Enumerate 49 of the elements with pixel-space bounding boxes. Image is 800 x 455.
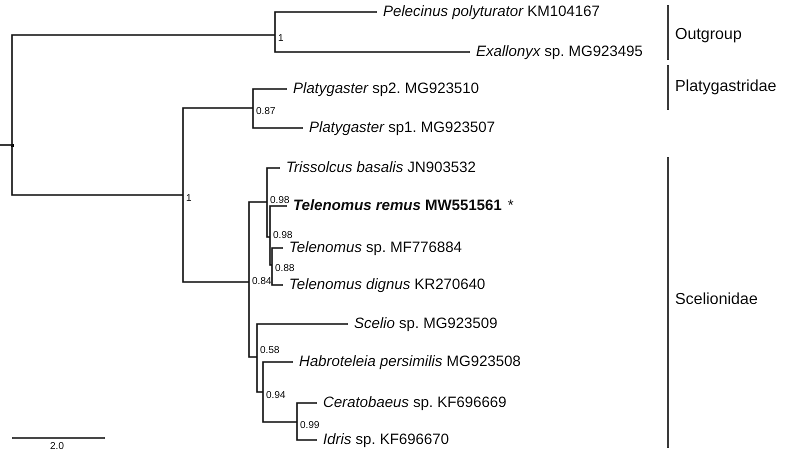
taxon-label: Pelecinus polyturator KM104167	[377, 3, 600, 21]
tree-branch	[182, 195, 249, 283]
taxon-label: Scelio sp. MG923509	[348, 315, 498, 333]
taxon-label: Habroteleia persimilis MG923508	[293, 353, 521, 371]
clade-label: Outgroup	[675, 25, 742, 45]
taxon-label: Ceratobaeus sp. KF696669	[317, 394, 506, 412]
tree-branch	[11, 145, 183, 196]
tree-branch	[296, 422, 317, 441]
tree-branch	[269, 205, 287, 237]
support-value: 0.58	[257, 345, 280, 357]
highlight-mark: *	[508, 197, 514, 214]
tree-branch	[271, 265, 283, 286]
tree-branch	[262, 361, 293, 392]
taxon-label: Platygaster sp2. MG923510	[287, 80, 479, 98]
taxon-label: Trissolcus basalis JN903532	[280, 159, 476, 177]
clade-label: Scelionidae	[675, 290, 758, 310]
tree-branch	[274, 11, 377, 35]
tree-branch	[266, 202, 270, 238]
tree-branch	[274, 35, 470, 53]
tree-branch	[262, 392, 297, 423]
clade-label: Platygastridae	[675, 77, 776, 97]
scale-label: 2.0	[50, 441, 64, 452]
tree-branch	[271, 247, 283, 265]
tree-branch	[252, 88, 287, 108]
support-value: 0.88	[272, 263, 294, 275]
support-value: 0.98	[267, 195, 290, 207]
support-value: 0.98	[270, 230, 292, 242]
tree-branch	[11, 34, 275, 145]
tree-branch	[252, 108, 303, 129]
support-value: 0.99	[297, 420, 320, 432]
taxon-label: Exallonyx sp. MG923495	[470, 43, 643, 61]
tree-branch	[256, 323, 348, 357]
root-junction	[11, 144, 14, 147]
tree-branch	[256, 357, 263, 393]
support-value: 0.87	[253, 106, 276, 118]
tree-branch	[296, 402, 317, 422]
tree-branch	[248, 201, 267, 282]
taxon-label: Telenomus sp. MF776884	[283, 239, 462, 257]
taxon-label: Idris sp. KF696670	[317, 431, 449, 449]
support-value: 1	[183, 193, 192, 205]
taxon-label: Telenomus dignus KR270640	[283, 276, 486, 294]
tree-branch	[248, 282, 257, 358]
tree-branch	[0, 144, 12, 146]
tree-branch	[182, 107, 253, 195]
taxon-label: Platygaster sp1. MG923507	[303, 119, 495, 137]
tree-branch	[266, 167, 280, 202]
support-value: 0.94	[263, 390, 286, 402]
support-value: 1	[275, 33, 284, 45]
tree-branch	[269, 237, 272, 266]
